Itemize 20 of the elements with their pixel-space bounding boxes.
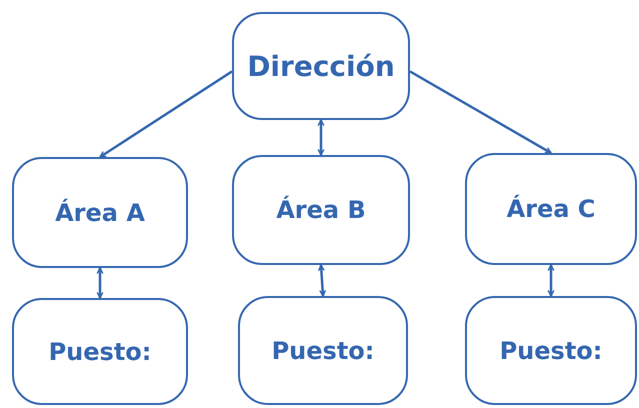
box-label: Área C [506, 195, 596, 223]
box-label: Área A [55, 198, 145, 226]
box-label: Puesto: [272, 336, 374, 364]
rounded-box [232, 12, 410, 120]
rounded-box [465, 153, 637, 265]
arrow [96, 267, 104, 299]
rounded-box [232, 155, 410, 265]
arrow [99, 70, 233, 158]
box-label: Dirección [247, 50, 395, 82]
arrow [409, 70, 552, 154]
box-label: Puesto: [48, 338, 152, 366]
arrow [318, 119, 324, 156]
rounded-box [238, 296, 408, 405]
arrow [548, 264, 554, 297]
rounded-box [465, 296, 637, 405]
rounded-box [12, 157, 188, 268]
rounded-box [12, 298, 188, 405]
box-label: Puesto: [500, 336, 602, 364]
box-label: Área B [276, 196, 366, 224]
arrow [318, 264, 326, 297]
